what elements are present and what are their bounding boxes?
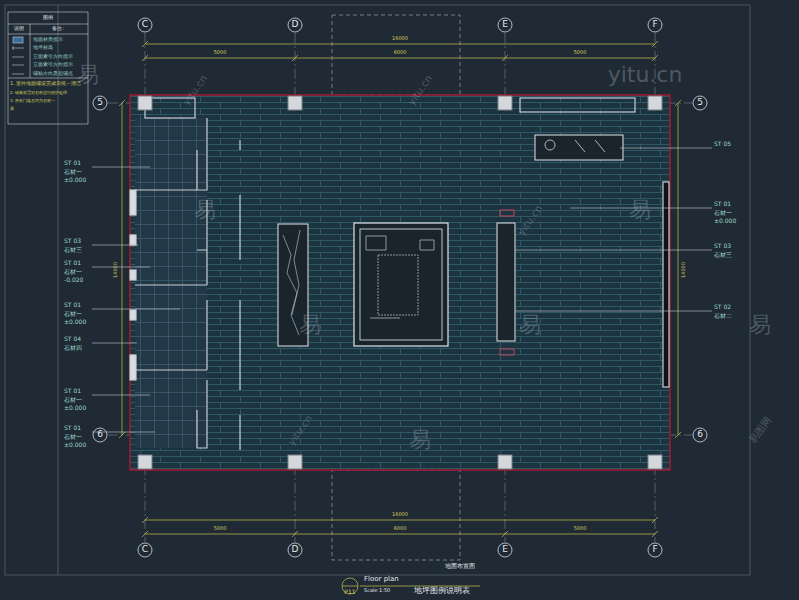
callout-code: ST 01	[64, 160, 81, 167]
legend-header: 备注:	[52, 26, 64, 32]
callout-code: ST 01	[714, 201, 731, 208]
callout-level: ±0.000	[714, 218, 736, 225]
watermark: 易	[194, 198, 216, 222]
grid-label: 5	[697, 98, 703, 108]
legend-text: 地坪标高	[33, 45, 53, 51]
legend-text: 铺贴方向及起铺点	[33, 71, 73, 77]
note-line: 3. 所有门槛石均为石材一	[10, 99, 55, 103]
callout-material: 石材二	[714, 313, 732, 320]
caption: 地面布置图	[445, 563, 475, 570]
dimension: 5000	[574, 50, 587, 56]
grid-label: 6	[97, 430, 103, 440]
callout-material: 石材四	[64, 345, 82, 352]
dimension: 14000	[681, 262, 687, 278]
grid-label: 5	[97, 98, 103, 108]
callout-material: 石材一	[64, 169, 82, 176]
sheet-number: P11	[344, 589, 355, 596]
callout-level: ±0.000	[64, 319, 86, 326]
grid-label: D	[292, 545, 299, 555]
legend-header: 说明	[14, 26, 24, 32]
dimension: 5000	[574, 526, 587, 532]
dimension: 14000	[113, 262, 119, 278]
legend-text: 立面索引方向指示	[33, 62, 73, 68]
drawing-title-cn: 地坪图例说明表	[414, 587, 470, 596]
callout-material: 石材一	[64, 311, 82, 318]
callout-material: 石材一	[64, 269, 82, 276]
grid-label: D	[292, 20, 299, 30]
callout-code: ST 01	[64, 388, 81, 395]
grid-label: 6	[697, 430, 703, 440]
grid-label: E	[502, 545, 508, 555]
watermark: 易	[77, 63, 99, 87]
callout-material: 石材一	[64, 434, 82, 441]
legend-title: 图例	[43, 15, 53, 21]
callout-code: ST 04	[64, 336, 81, 343]
watermark: 易	[749, 313, 771, 337]
callout-code: ST 01	[64, 260, 81, 267]
callout-level: -0.020	[64, 277, 83, 284]
legend-text: 地面材质指示	[33, 37, 63, 43]
callout-level: ±0.000	[64, 177, 86, 184]
dimension: 6000	[394, 526, 407, 532]
callout-code: ST 01	[64, 425, 81, 432]
dimension: 5000	[214, 50, 227, 56]
watermark: 易图网	[747, 415, 773, 446]
watermark: 易	[299, 313, 321, 337]
grid-label: F	[652, 545, 657, 555]
callout-level: ±0.000	[64, 405, 86, 412]
dimension: 16000	[392, 512, 408, 518]
watermark: 易	[519, 313, 541, 337]
dimension: 16000	[392, 36, 408, 42]
callout-code: ST 03	[714, 243, 731, 250]
callout-material: 石材一	[64, 397, 82, 404]
callout-code: ST 02	[714, 304, 731, 311]
drawing-title: Floor plan	[364, 576, 399, 584]
grid-label: F	[652, 20, 657, 30]
callout-code: ST 05	[714, 141, 731, 148]
scale-note: Scale 1:50	[364, 588, 390, 594]
callout-code: ST 01	[64, 302, 81, 309]
callout-material: 石材一	[714, 210, 732, 217]
dimension: 6000	[394, 50, 407, 56]
callout-material: 石材三	[64, 247, 82, 254]
note-line: 2. 铺装前需对石材进行防护处理	[10, 91, 67, 95]
callout-level: ±0.000	[64, 442, 86, 449]
watermark: 易	[629, 198, 651, 222]
watermark: yitu.cn	[608, 63, 683, 87]
grid-label: C	[142, 20, 148, 30]
note-line: 易	[10, 107, 14, 111]
legend-text: 立面索引方向指示	[33, 54, 73, 60]
grid-label: E	[502, 20, 508, 30]
dimension: 5000	[214, 526, 227, 532]
note-heading: 1. 室外地面铺设完成后统一清洁	[10, 81, 81, 87]
grid-label: C	[142, 545, 148, 555]
watermark: 易	[409, 428, 431, 452]
callout-material: 石材三	[714, 252, 732, 259]
callout-code: ST 03	[64, 238, 81, 245]
